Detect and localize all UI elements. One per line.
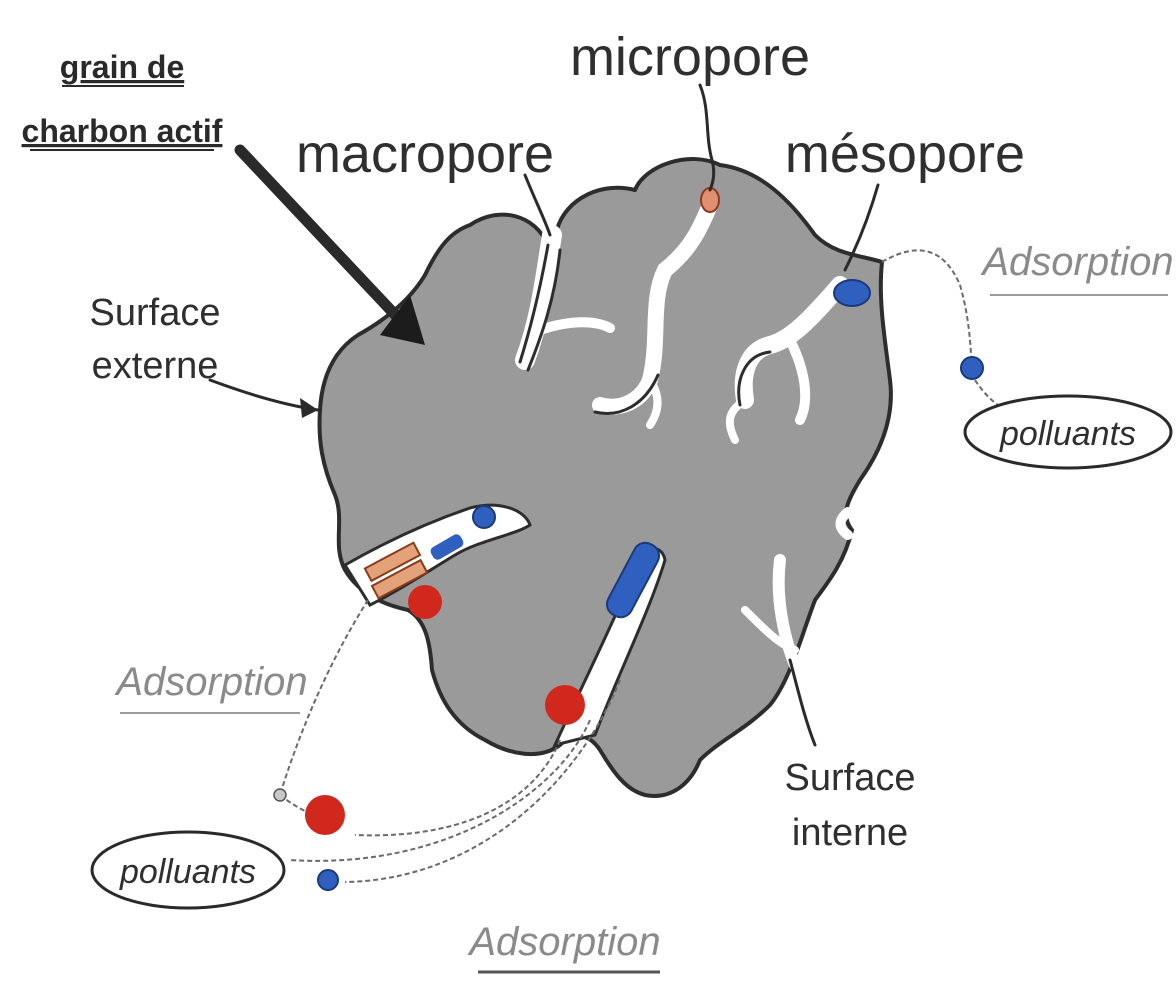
mesopore-label: mésopore: [785, 124, 1025, 184]
surface-interne-pointer: [790, 660, 815, 745]
pollutant-blue-mesopore: [834, 280, 870, 306]
adsorption-label-right: Adsorption: [980, 240, 1173, 284]
adsorption-label-bottom: Adsorption: [467, 920, 660, 964]
grain-label-line2: charbon actif: [22, 113, 223, 149]
surface-externe-line2: externe: [92, 345, 219, 387]
polluants-label-left: polluants: [119, 853, 256, 891]
pollutant-blue-free-bottom: [318, 870, 338, 890]
surface-interne-line2: interne: [792, 812, 908, 854]
pollutant-blue-right: [961, 357, 983, 379]
surface-externe-line1: Surface: [90, 292, 221, 334]
adsorption-label-left: Adsorption: [114, 660, 307, 704]
micropore-label: micropore: [570, 27, 810, 87]
polluants-label-right: polluants: [999, 415, 1136, 453]
micropore-marker: [701, 188, 719, 212]
surface-externe-pointer-head: [300, 398, 318, 418]
grain-label-line1: grain de: [60, 49, 184, 85]
macropore-label: macropore: [296, 124, 554, 184]
pollutant-red-in-pore-2: [545, 685, 585, 725]
pollutant-red-free: [305, 795, 345, 835]
path-right: [882, 250, 972, 365]
pollutant-grey-free: [274, 789, 286, 801]
pollutant-red-in-pore-1: [408, 585, 442, 619]
surface-interne-line1: Surface: [785, 757, 916, 799]
pollutant-blue-in-pore-1: [473, 506, 495, 528]
